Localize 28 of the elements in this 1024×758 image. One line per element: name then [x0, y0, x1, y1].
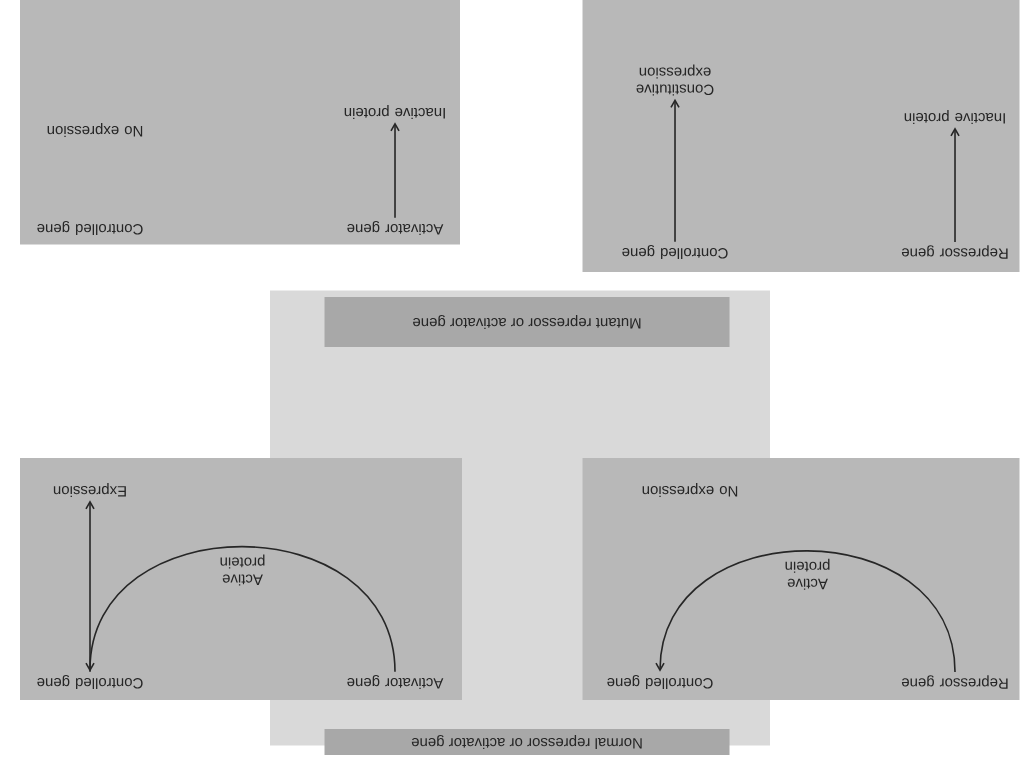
- arrow: [85, 545, 396, 673]
- gene-label: Expression: [53, 483, 126, 497]
- arrow: [655, 550, 956, 673]
- gene-label: No expression: [642, 483, 738, 497]
- arrow: [85, 500, 95, 673]
- gene-label: No expression: [47, 123, 143, 137]
- gene-label: Constitutive expression: [636, 64, 714, 96]
- edge-label: Active protein: [785, 558, 830, 590]
- panel: [582, 0, 1020, 272]
- gene-label: Controlled gene: [607, 675, 713, 689]
- edge-label: Active protein: [220, 554, 265, 586]
- gene-label: Inactive protein: [904, 110, 1005, 124]
- heading-band: Normal repressor or activator gene: [324, 729, 730, 755]
- panel: [20, 458, 462, 700]
- gene-label: Controlled gene: [37, 675, 143, 689]
- gene-label: Controlled gene: [37, 221, 143, 235]
- panel: [582, 458, 1020, 700]
- arrow: [950, 127, 960, 243]
- gene-label: Activator gene: [347, 221, 444, 235]
- panel: [20, 0, 460, 245]
- heading-band: Mutant repressor or activator gene: [324, 297, 730, 347]
- arrow: [390, 122, 400, 219]
- gene-label: Repressor gene: [901, 675, 1008, 689]
- gene-label: Controlled gene: [622, 245, 728, 259]
- gene-label: Inactive protein: [344, 105, 445, 119]
- gene-label: Repressor gene: [901, 245, 1008, 259]
- arrow: [670, 98, 680, 243]
- gene-label: Activator gene: [347, 675, 444, 689]
